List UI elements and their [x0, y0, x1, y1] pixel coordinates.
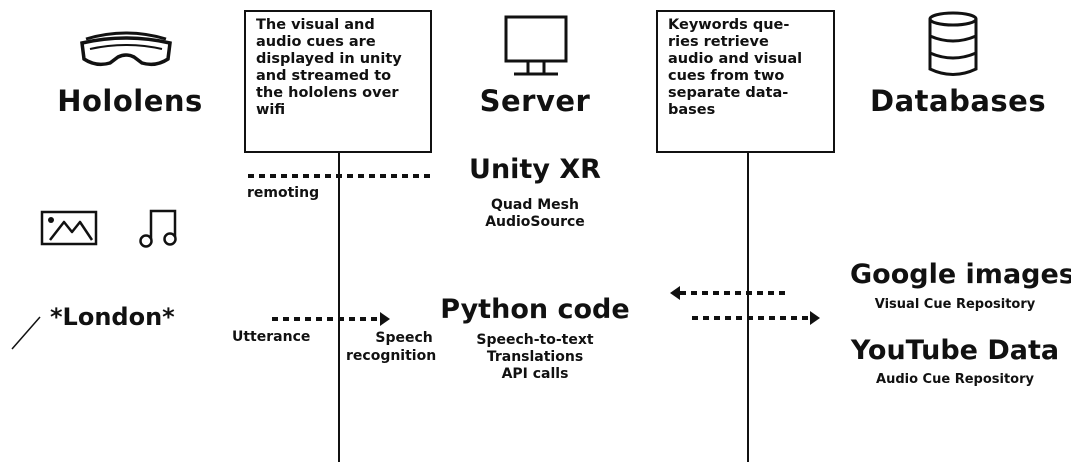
- remoting-label: remoting: [247, 185, 320, 201]
- speech-recognition-label: Speech recognition: [346, 330, 437, 364]
- monitor-icon: [504, 15, 568, 76]
- python-item: API calls: [501, 366, 569, 382]
- databases-note: Keywords que- ries retrieve audio and vi…: [656, 10, 835, 153]
- databases-title: Databases: [870, 84, 1047, 118]
- python-code-title: Python code: [440, 294, 630, 325]
- google-images-subtitle: Visual Cue Repository: [874, 297, 1036, 312]
- utterance-arrow: [272, 312, 390, 326]
- remoting-dashed-line: [248, 174, 430, 178]
- server-to-db-arrow: [692, 311, 820, 325]
- unity-item: AudioSource: [485, 214, 585, 230]
- python-item: Speech-to-text: [476, 332, 594, 348]
- databases-lifeline: [747, 152, 749, 462]
- speech-slash-icon: [11, 316, 41, 350]
- server-note: The visual and audio cues are displayed …: [244, 10, 432, 153]
- unity-xr-title: Unity XR: [469, 154, 601, 185]
- music-note-icon: [139, 209, 177, 248]
- hololens-title: Hololens: [57, 84, 203, 118]
- server-lifeline: [338, 152, 340, 462]
- utterance-word: *London*: [50, 303, 175, 331]
- google-images-title: Google images: [850, 259, 1071, 290]
- python-code-items: Speech-to-text Translations API calls: [440, 332, 630, 383]
- database-icon: [928, 11, 978, 76]
- utterance-label: Utterance: [232, 329, 311, 345]
- unity-item: Quad Mesh: [491, 197, 579, 213]
- youtube-data-title: YouTube Data: [850, 335, 1060, 366]
- youtube-data-subtitle: Audio Cue Repository: [876, 372, 1034, 387]
- server-title: Server: [479, 84, 591, 118]
- image-icon: [40, 210, 98, 246]
- db-to-server-arrow: [670, 286, 790, 300]
- python-item: Translations: [486, 349, 584, 365]
- unity-xr-items: Quad Mesh AudioSource: [460, 197, 610, 231]
- vr-headset-icon: [80, 31, 172, 67]
